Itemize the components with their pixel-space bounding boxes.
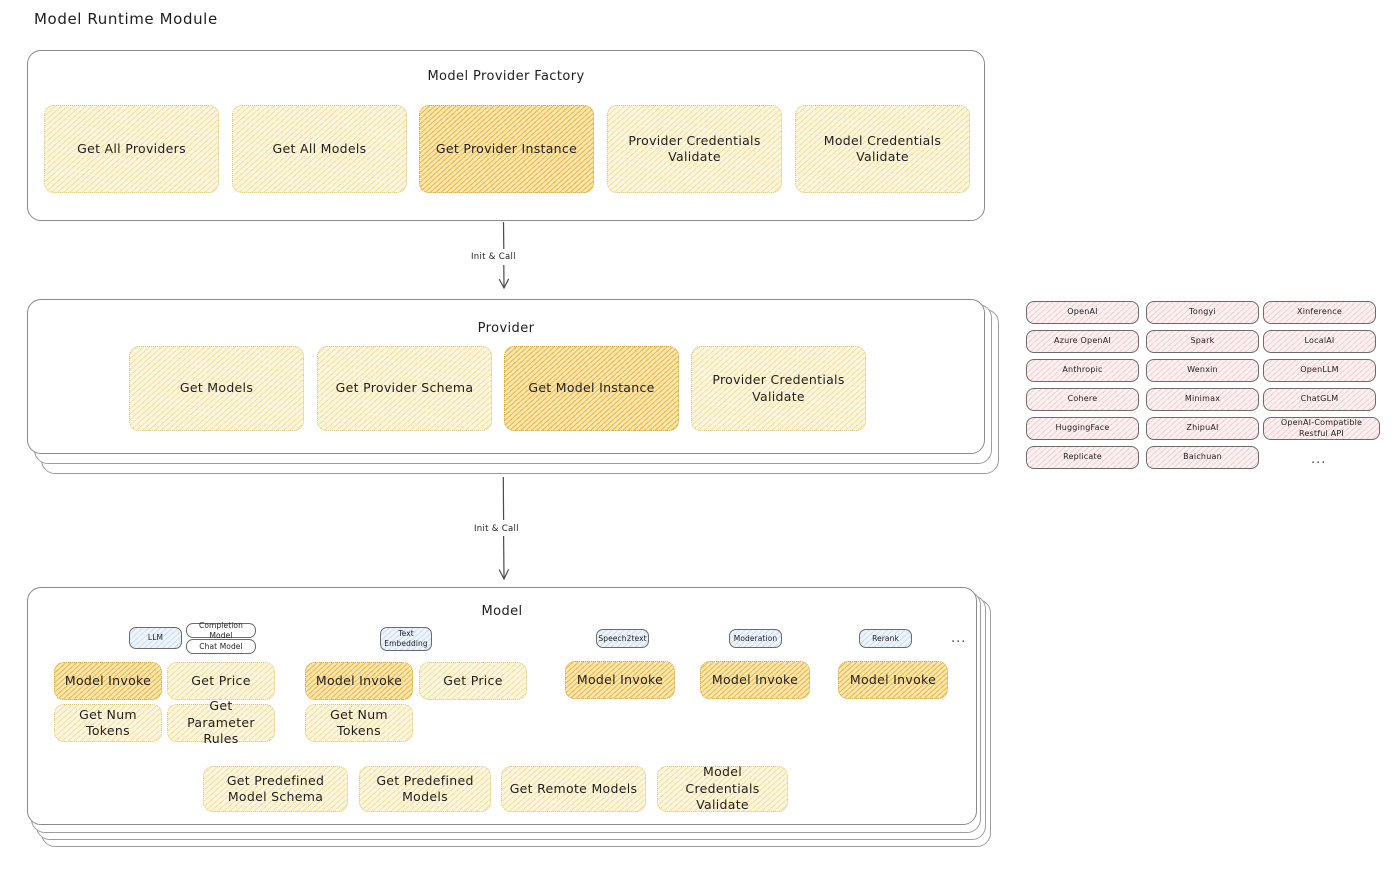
provider-chip-tongyi[interactable]: Tongyi xyxy=(1146,301,1259,324)
model-type-chip-text-embedding[interactable]: Text Embedding xyxy=(380,627,432,651)
provider-chip-xinference[interactable]: Xinference xyxy=(1263,301,1376,324)
provider-chip-wenxin[interactable]: Wenxin xyxy=(1146,359,1259,382)
provider-list-more-indicator: ... xyxy=(1311,452,1327,467)
factory-node-provider-credentials-validate[interactable]: Provider Credentials Validate xyxy=(607,105,782,193)
model-provider-factory-title: Model Provider Factory xyxy=(427,69,585,84)
model-shared-node-model-credentials-validate[interactable]: Model Credentials Validate xyxy=(657,764,788,812)
rerank-node-model-invoke[interactable]: Model Invoke xyxy=(838,661,948,699)
model-type-chip-speech2text[interactable]: Speech2text xyxy=(596,629,649,648)
moderation-node-model-invoke[interactable]: Model Invoke xyxy=(700,661,810,699)
text-embedding-node-get-price[interactable]: Get Price xyxy=(419,662,527,700)
provider-chip-baichuan[interactable]: Baichuan xyxy=(1146,446,1259,469)
factory-node-get-provider-instance[interactable]: Get Provider Instance xyxy=(419,105,594,193)
provider-chip-openai[interactable]: OpenAI xyxy=(1026,301,1139,324)
model-shared-node-get-predefined-model-schema[interactable]: Get Predefined Model Schema xyxy=(203,766,348,812)
model-type-chip-moderation[interactable]: Moderation xyxy=(729,629,782,648)
provider-chip-azure-openai[interactable]: Azure OpenAI xyxy=(1026,330,1139,353)
provider-chip-localai[interactable]: LocalAI xyxy=(1263,330,1376,353)
diagram-title: Model Runtime Module xyxy=(34,10,218,28)
model-types-more-indicator: ... xyxy=(951,631,967,646)
provider-node-provider-credentials-validate[interactable]: Provider Credentials Validate xyxy=(691,346,866,431)
factory-node-get-all-models[interactable]: Get All Models xyxy=(232,105,407,193)
model-shared-node-get-predefined-models[interactable]: Get Predefined Models xyxy=(359,766,491,812)
provider-chip-minimax[interactable]: Minimax xyxy=(1146,388,1259,411)
provider-chip-chatglm[interactable]: ChatGLM xyxy=(1263,388,1376,411)
model-title: Model xyxy=(481,604,523,619)
provider-chip-huggingface[interactable]: HuggingFace xyxy=(1026,417,1139,440)
llm-node-get-num-tokens[interactable]: Get Num Tokens xyxy=(54,704,162,742)
provider-chip-spark[interactable]: Spark xyxy=(1146,330,1259,353)
speech2text-node-model-invoke[interactable]: Model Invoke xyxy=(565,661,675,699)
llm-node-get-parameter-rules[interactable]: Get Parameter Rules xyxy=(167,698,275,746)
arrow-provider-to-model xyxy=(498,476,509,581)
provider-node-get-models[interactable]: Get Models xyxy=(129,346,304,431)
model-type-chip-rerank[interactable]: Rerank xyxy=(859,629,912,648)
provider-chip-cohere[interactable]: Cohere xyxy=(1026,388,1139,411)
text-embedding-node-model-invoke[interactable]: Model Invoke xyxy=(305,662,413,700)
arrow-label-init-and-call-1: Init & Call xyxy=(471,252,516,262)
provider-node-get-model-instance[interactable]: Get Model Instance xyxy=(504,346,679,431)
provider-chip-zhipuai[interactable]: ZhipuAI xyxy=(1146,417,1259,440)
provider-chip-replicate[interactable]: Replicate xyxy=(1026,446,1139,469)
provider-chip-openllm[interactable]: OpenLLM xyxy=(1263,359,1376,382)
model-shared-node-get-remote-models[interactable]: Get Remote Models xyxy=(501,766,646,812)
factory-node-model-credentials-validate[interactable]: Model Credentials Validate xyxy=(795,105,970,193)
llm-node-model-invoke[interactable]: Model Invoke xyxy=(54,662,162,700)
arrow-factory-to-provider xyxy=(498,221,509,290)
provider-node-get-provider-schema[interactable]: Get Provider Schema xyxy=(317,346,492,431)
arrow-label-init-and-call-2: Init & Call xyxy=(474,524,519,534)
llm-node-get-price[interactable]: Get Price xyxy=(167,662,275,700)
model-type-chip-llm[interactable]: LLM xyxy=(129,627,182,649)
provider-title: Provider xyxy=(477,321,535,336)
model-type-sublabel-completion-model[interactable]: Completion Model xyxy=(186,621,256,640)
text-embedding-node-get-num-tokens[interactable]: Get Num Tokens xyxy=(305,704,413,742)
model-type-sublabel-chat-model[interactable]: Chat Model xyxy=(186,639,256,654)
factory-node-get-all-providers[interactable]: Get All Providers xyxy=(44,105,219,193)
provider-chip-openai-compatible-restful-api[interactable]: OpenAI-Compatible Restful API xyxy=(1263,417,1380,440)
provider-chip-anthropic[interactable]: Anthropic xyxy=(1026,359,1139,382)
